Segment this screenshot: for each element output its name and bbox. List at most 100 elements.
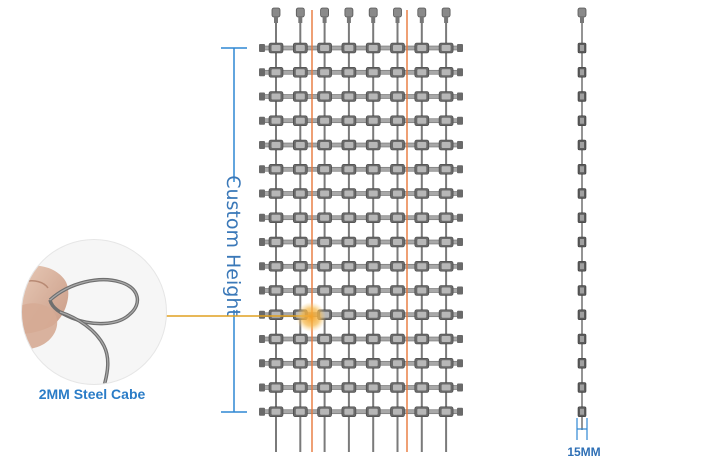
led-pixel xyxy=(438,115,454,127)
horizontal-bar xyxy=(259,360,463,366)
horizontal-bar xyxy=(259,191,463,196)
led-pixel xyxy=(268,139,284,151)
led-pixel xyxy=(438,285,454,296)
led-pixel xyxy=(414,139,430,151)
led-pixel xyxy=(414,66,430,78)
led-pixel xyxy=(317,163,332,175)
horizontal-bar xyxy=(259,142,463,148)
led-pixel xyxy=(390,66,405,78)
led-pixel xyxy=(341,66,357,78)
led-pixel xyxy=(268,333,284,345)
led-pixel xyxy=(438,236,454,248)
led-pixel xyxy=(341,382,357,393)
led-pixel xyxy=(268,309,284,321)
hanger-icon xyxy=(368,7,378,23)
led-pixel xyxy=(317,188,332,199)
led-pixel xyxy=(414,115,430,127)
custom-height-label: Custom Height xyxy=(222,175,244,317)
horizontal-bar xyxy=(259,263,463,269)
bar-end-cap xyxy=(457,68,463,77)
led-pixel xyxy=(341,236,357,248)
cable-highlight-dot xyxy=(296,302,326,332)
led-pixel xyxy=(438,91,454,102)
led-pixel xyxy=(414,382,430,393)
led-pixel xyxy=(365,66,381,78)
led-pixel xyxy=(365,260,381,272)
led-pixel xyxy=(390,309,405,321)
led-pixel xyxy=(414,212,430,224)
led-pixel xyxy=(390,285,405,296)
led-pixel xyxy=(341,285,357,296)
bar-end-cap xyxy=(457,189,463,198)
led-pixel xyxy=(414,91,430,102)
led-pixel xyxy=(317,333,332,345)
led-pixel xyxy=(292,66,308,78)
led-pixel xyxy=(438,163,454,175)
led-pixel xyxy=(365,163,381,175)
hanger-icon xyxy=(320,7,330,23)
led-pixel xyxy=(341,91,357,102)
side-pixel xyxy=(577,333,587,345)
bar-end-cap xyxy=(259,310,265,319)
led-pixel xyxy=(414,333,430,345)
hanger-icon xyxy=(295,7,305,23)
bar-end-cap xyxy=(259,238,265,246)
led-pixel xyxy=(341,406,357,418)
led-pixel xyxy=(414,42,430,54)
hanger-icon xyxy=(344,7,354,23)
side-pixel xyxy=(577,260,587,272)
hanger-icon xyxy=(393,7,402,23)
led-pixel xyxy=(292,139,308,151)
led-pixel xyxy=(390,91,405,102)
side-pixel xyxy=(577,309,587,321)
led-pixel xyxy=(268,66,284,78)
bar-end-cap xyxy=(259,262,265,271)
led-pixel xyxy=(438,333,454,345)
pixel-width-label: 15MM xyxy=(567,445,600,459)
led-mesh-front-view xyxy=(259,7,463,452)
bar-end-cap xyxy=(457,286,463,295)
bar-end-cap xyxy=(259,359,265,368)
hanger-icon xyxy=(417,7,427,23)
horizontal-bar xyxy=(259,166,463,172)
cable-label: 2MM Steel Cabe xyxy=(39,386,146,402)
led-pixel xyxy=(292,115,308,127)
horizontal-bar xyxy=(259,215,463,221)
led-pixel xyxy=(438,188,454,199)
led-pixel xyxy=(341,212,357,224)
bar-end-cap xyxy=(259,335,265,343)
cable-closeup-photo xyxy=(21,239,167,385)
bar-end-cap xyxy=(259,189,265,198)
width-dimension xyxy=(576,418,588,440)
bar-end-cap xyxy=(259,286,265,295)
led-pixel xyxy=(292,236,308,248)
led-pixel xyxy=(390,382,405,393)
led-pixel xyxy=(438,42,454,54)
led-pixel xyxy=(292,188,308,199)
side-pixel xyxy=(577,236,587,248)
led-pixel xyxy=(317,236,332,248)
led-strip-side-view xyxy=(577,7,587,430)
side-pixel xyxy=(577,357,587,369)
led-pixel xyxy=(317,139,332,151)
led-pixel xyxy=(390,260,405,272)
led-pixel xyxy=(438,66,454,78)
led-pixel xyxy=(268,285,284,296)
led-pixel xyxy=(317,357,332,369)
side-pixel xyxy=(577,285,587,296)
led-pixel xyxy=(390,212,405,224)
led-pixel xyxy=(438,309,454,321)
led-pixel xyxy=(292,333,308,345)
led-pixel xyxy=(390,357,405,369)
led-pixel xyxy=(390,115,405,127)
led-pixel xyxy=(268,236,284,248)
side-pixel xyxy=(577,382,587,393)
led-pixel xyxy=(341,115,357,127)
led-pixel xyxy=(268,188,284,199)
led-pixel xyxy=(268,91,284,102)
led-pixel xyxy=(292,42,308,54)
led-pixel xyxy=(390,139,405,151)
led-pixel xyxy=(414,188,430,199)
side-pixel xyxy=(577,91,587,102)
